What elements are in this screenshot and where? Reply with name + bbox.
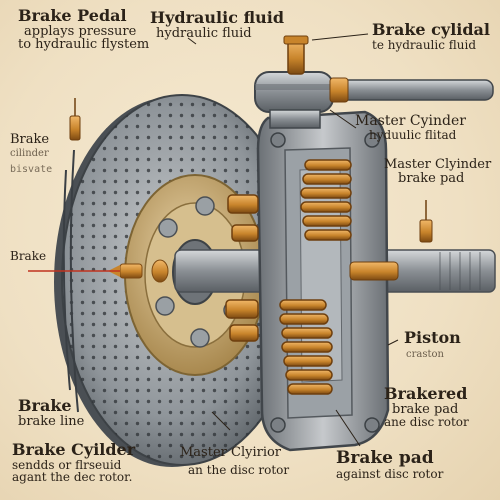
label-title: Master Clyirior xyxy=(180,445,282,460)
master-cylinder xyxy=(254,35,494,129)
label-brake-cylider-bottom: Brake Cyilder sendds or flrseuid agant t… xyxy=(12,440,136,485)
label-line: applays pressure xyxy=(24,23,137,39)
label-brakered: Brakered brake pad ane disc rotor xyxy=(384,384,469,430)
caliper-brackets xyxy=(225,194,259,342)
label-line: to hydraulic flystem xyxy=(18,37,150,53)
label-line: hyduulic flitad xyxy=(369,127,457,142)
label-title: Brakered xyxy=(384,384,468,403)
label-title: Hydraulic fluid xyxy=(150,8,285,27)
label-brake-pad-bottom: Brake pad against disc rotor xyxy=(336,448,444,481)
label-line: against disc rotor xyxy=(336,466,444,481)
label-title: Brake xyxy=(10,249,47,263)
label-title: Brake Pedal xyxy=(18,6,127,25)
label-master-cylinder-brake-pad: Master Clyinder brake pad xyxy=(384,158,491,185)
label-line: bisvate xyxy=(10,164,53,176)
label-line: cilinder xyxy=(10,147,49,159)
label-brake-cylinder-top: Brake cylidal te hydraulic fluid xyxy=(372,20,490,52)
disc-rotor xyxy=(54,94,303,467)
label-title: Brake xyxy=(18,396,72,415)
label-line: agant the dec rotor. xyxy=(12,470,133,485)
label-brake-line: Brake brake line xyxy=(18,396,85,429)
label-piston: Piston craston xyxy=(404,328,461,360)
piston-springs xyxy=(279,159,352,395)
label-line: te hydraulic fluid xyxy=(372,37,477,52)
leader-lines xyxy=(187,33,399,447)
label-master-cylinder-right: Master Cyinder hyduulic flitad xyxy=(355,114,466,141)
brake-line-fittings xyxy=(69,98,433,281)
label-hydraulic-fluid: Hydraulic fluid hydraulic fluid xyxy=(150,8,285,41)
label-title: Brake pad xyxy=(336,448,434,468)
label-brake-pedal: Brake Pedal applays pressure to hydrauli… xyxy=(18,6,150,53)
label-brake-left: Brake cilinder bisvate xyxy=(10,133,52,176)
label-brake-left-line: Brake xyxy=(10,250,46,263)
label-title: Master Cyinder xyxy=(355,113,466,129)
label-title: Brake xyxy=(10,132,50,147)
label-line: brake pad xyxy=(398,170,465,186)
label-title: Piston xyxy=(404,328,461,347)
label-title: Master Clyinder xyxy=(384,157,492,172)
label-master-cylinder-bottom: Master Clyirior an the disc rotor xyxy=(180,446,289,476)
label-line: ane disc rotor xyxy=(384,415,469,430)
label-line: craston xyxy=(406,348,444,360)
label-line: hydraulic fluid xyxy=(156,25,252,41)
label-line: brake line xyxy=(18,413,85,429)
label-title: Brake Cyilder xyxy=(12,440,136,459)
label-line: an the disc rotor xyxy=(188,462,290,477)
label-line: sendds or flrseuid xyxy=(12,457,122,472)
label-title: Brake cylidal xyxy=(372,20,490,39)
label-line: brake pad xyxy=(392,401,459,417)
